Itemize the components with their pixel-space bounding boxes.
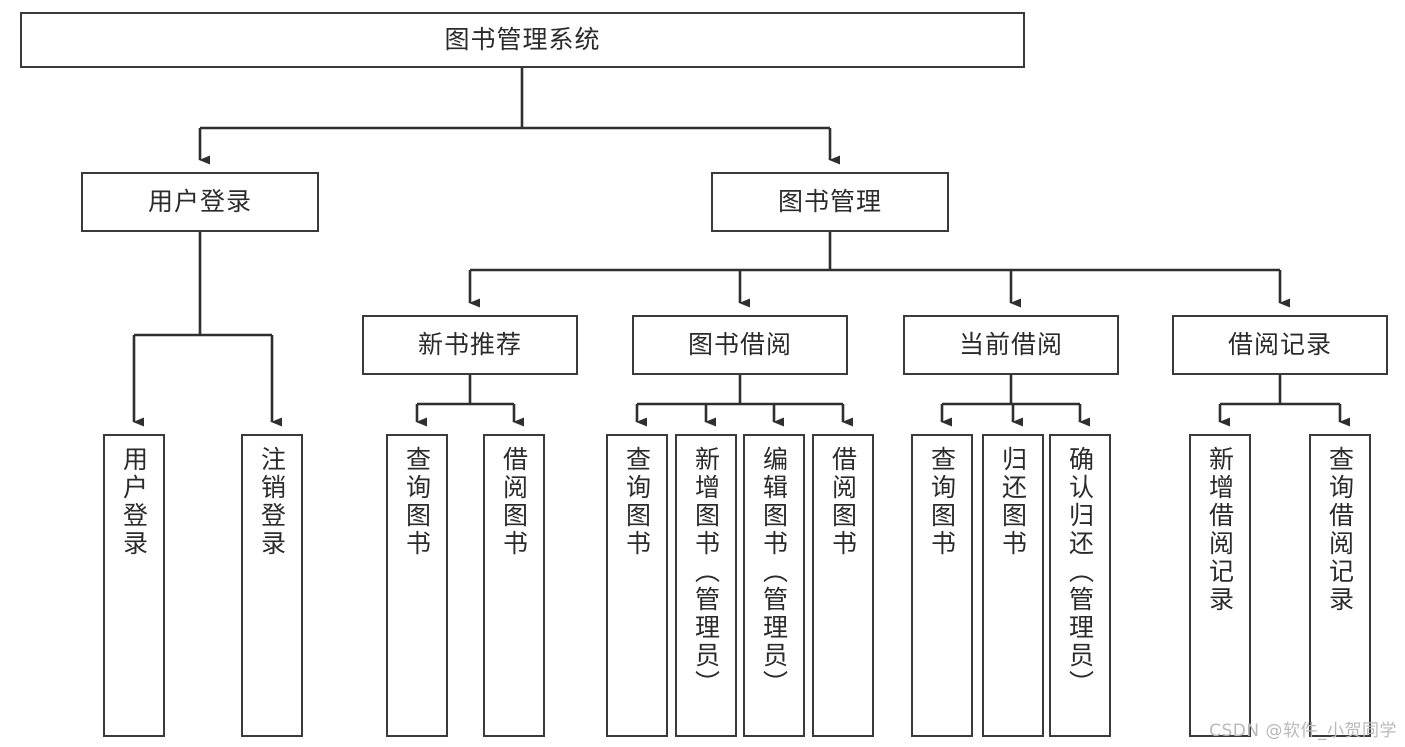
node-book-management[interactable]: 图书管理 [711,172,949,232]
node-label: 查询图书 [622,446,652,558]
node-label: 新增借阅记录 [1205,446,1235,614]
node-borrowing-records[interactable]: 借阅记录 [1172,315,1388,375]
node-new-book-recommendation[interactable]: 新书推荐 [362,315,578,375]
node-label: 图书管理系统 [444,25,601,54]
node-label: 图书管理 [777,187,882,216]
node-label: 借阅记录 [1227,330,1332,359]
node-label: 用户登录 [119,446,149,558]
node-label: 查询图书 [402,446,432,558]
node-label: 确认归还（管理员） [1065,446,1095,698]
leaf-node-confirm-return-admin[interactable]: 确认归还（管理员） [1049,434,1111,737]
leaf-node-edit-book-admin[interactable]: 编辑图书（管理员） [743,434,805,737]
node-label: 查询借阅记录 [1325,446,1355,614]
node-user-login[interactable]: 用户登录 [81,172,319,232]
node-label: 查询图书 [927,446,957,558]
node-label: 新增图书（管理员） [691,446,721,698]
csdn-watermark: CSDN @软件_小贺同学 [1209,721,1397,741]
leaf-node-query-book-current[interactable]: 查询图书 [911,434,973,737]
leaf-node-query-book-newbook[interactable]: 查询图书 [386,434,448,737]
node-label: 用户登录 [147,187,252,216]
node-root-book-management-system[interactable]: 图书管理系统 [20,12,1025,68]
leaf-node-add-borrow-record[interactable]: 新增借阅记录 [1189,434,1251,737]
node-current-borrowing[interactable]: 当前借阅 [903,315,1119,375]
node-book-borrowing[interactable]: 图书借阅 [632,315,848,375]
leaf-node-user-login[interactable]: 用户登录 [103,434,165,737]
leaf-node-query-borrow-record[interactable]: 查询借阅记录 [1309,434,1371,737]
node-label: 借阅图书 [828,446,858,558]
node-label: 注销登录 [257,446,287,558]
node-label: 借阅图书 [499,446,529,558]
leaf-node-return-book[interactable]: 归还图书 [982,434,1044,737]
node-label: 归还图书 [998,446,1028,558]
node-label: 新书推荐 [417,330,522,359]
node-label: 当前借阅 [958,330,1063,359]
leaf-node-query-book-borrow[interactable]: 查询图书 [606,434,668,737]
node-label: 编辑图书（管理员） [759,446,789,698]
leaf-node-borrow-book-newbook[interactable]: 借阅图书 [483,434,545,737]
node-label: 图书借阅 [687,330,792,359]
leaf-node-borrow-book[interactable]: 借阅图书 [812,434,874,737]
leaf-node-logout[interactable]: 注销登录 [241,434,303,737]
leaf-node-add-book-admin[interactable]: 新增图书（管理员） [675,434,737,737]
